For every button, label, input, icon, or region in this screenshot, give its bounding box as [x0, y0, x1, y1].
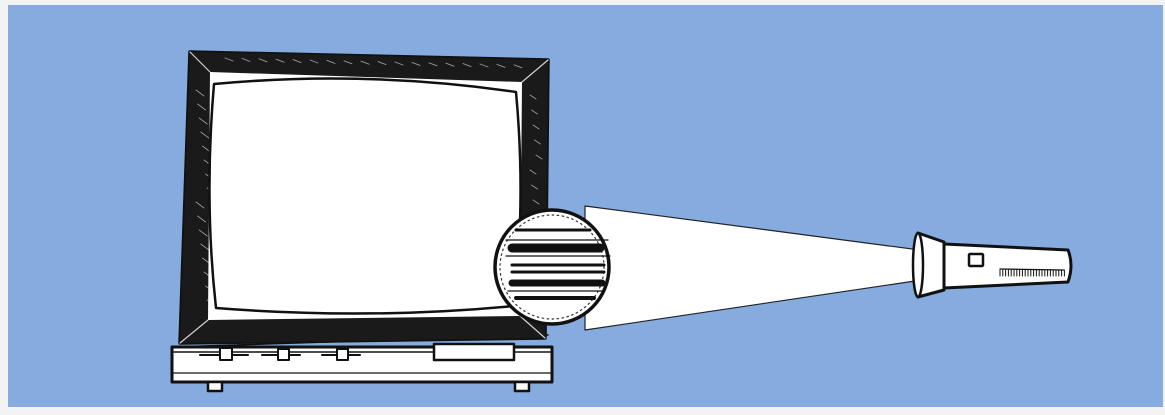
- flashlight-lens: [911, 231, 925, 299]
- magnifier-dotted-ring: [499, 214, 605, 320]
- tv-base: [170, 334, 554, 393]
- flashlight-body: [942, 242, 1073, 290]
- scan-lines: [507, 228, 606, 300]
- tv-display-panel: [432, 342, 516, 362]
- tv-foot-right: [513, 380, 531, 393]
- tv-foot-left: [206, 380, 224, 393]
- magnifier-circle: [493, 208, 611, 326]
- crt-monitor-icon: [170, 50, 554, 393]
- tv-bezel: [180, 52, 548, 343]
- tv-bezel-hatching: [195, 57, 543, 307]
- tv-knob: [321, 348, 361, 361]
- flashlight-grip: [999, 269, 1065, 277]
- scan-lines-icon: [493, 208, 611, 326]
- tv-knob: [261, 348, 301, 361]
- tv-screen: [208, 77, 522, 315]
- tv-knob: [199, 347, 249, 361]
- flashlight-switch: [967, 252, 985, 268]
- flashlight-icon: [911, 231, 1073, 299]
